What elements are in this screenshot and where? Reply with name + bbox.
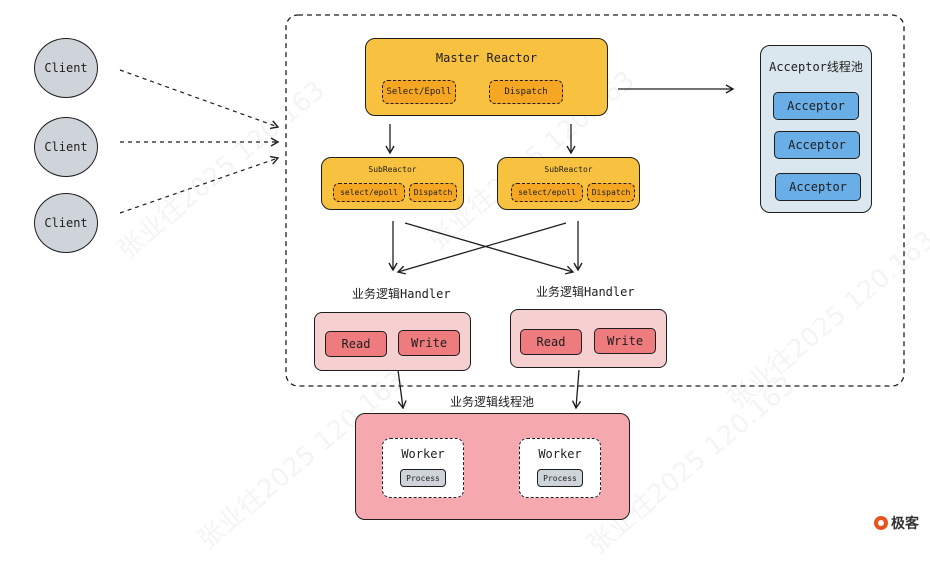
read-op: Read bbox=[325, 331, 387, 357]
worker-pool-title: 业务逻辑线程池 bbox=[450, 395, 535, 409]
sub-select-chip: select/epoll bbox=[333, 183, 405, 202]
master-dispatch-chip: Dispatch bbox=[489, 80, 563, 104]
worker-node: Worker Process bbox=[519, 438, 601, 498]
worker-pool: Worker Process Worker Process bbox=[355, 413, 630, 520]
worker-node: Worker Process bbox=[382, 438, 464, 498]
sub-dispatch-chip: Dispatch bbox=[587, 183, 635, 202]
brand-icon bbox=[874, 516, 888, 530]
handler1-to-pool-arrow bbox=[397, 369, 407, 410]
brand-text: 极客 bbox=[891, 516, 919, 532]
client-arrows bbox=[119, 69, 280, 214]
process-task: Process bbox=[400, 469, 446, 487]
acceptor-pool-title: Acceptor线程池 bbox=[769, 60, 863, 74]
worker-title: Worker bbox=[401, 447, 445, 461]
connector-layer bbox=[119, 14, 905, 410]
sub-reactor-title: SubReactor bbox=[544, 165, 593, 174]
sub-reactor: SubReactor select/epoll Dispatch bbox=[497, 157, 640, 210]
acceptor-item: Acceptor bbox=[775, 173, 861, 201]
write-op: Write bbox=[398, 330, 460, 356]
master-select-chip: Select/Epoll bbox=[382, 80, 456, 104]
client-node: Client bbox=[34, 38, 98, 98]
sub-reactor: SubReactor select/epoll Dispatch bbox=[321, 157, 464, 210]
server-boundary bbox=[285, 14, 905, 387]
handler-label: 业务逻辑Handler bbox=[352, 287, 451, 301]
sub-dispatch-chip: Dispatch bbox=[409, 183, 457, 202]
write-op: Write bbox=[594, 328, 656, 354]
client-arrow-3 bbox=[119, 155, 280, 214]
handler2-to-pool-arrow bbox=[571, 369, 582, 410]
client-arrow-1 bbox=[119, 69, 280, 130]
sub-select-chip: select/epoll bbox=[511, 183, 583, 202]
client-node: Client bbox=[34, 193, 98, 253]
handler-box: Read Write bbox=[314, 312, 471, 371]
master-reactor-title: Master Reactor bbox=[435, 51, 538, 65]
acceptor-item: Acceptor bbox=[773, 92, 859, 120]
sub1-to-handler2-arrow bbox=[404, 222, 575, 275]
master-reactor: Master Reactor Select/Epoll Dispatch bbox=[365, 38, 608, 116]
client-node: Client bbox=[34, 117, 98, 177]
acceptor-pool: Acceptor线程池 Acceptor Acceptor Acceptor bbox=[760, 45, 872, 213]
handler-box: Read Write bbox=[510, 309, 667, 368]
sub-reactor-title: SubReactor bbox=[368, 165, 417, 174]
process-task: Process bbox=[537, 469, 583, 487]
read-op: Read bbox=[520, 329, 582, 355]
acceptor-item: Acceptor bbox=[774, 131, 860, 159]
handler-label: 业务逻辑Handler bbox=[536, 285, 635, 299]
sub2-to-handler1-arrow bbox=[396, 222, 567, 275]
brand-logo: 极客 bbox=[874, 513, 919, 533]
worker-title: Worker bbox=[538, 447, 582, 461]
